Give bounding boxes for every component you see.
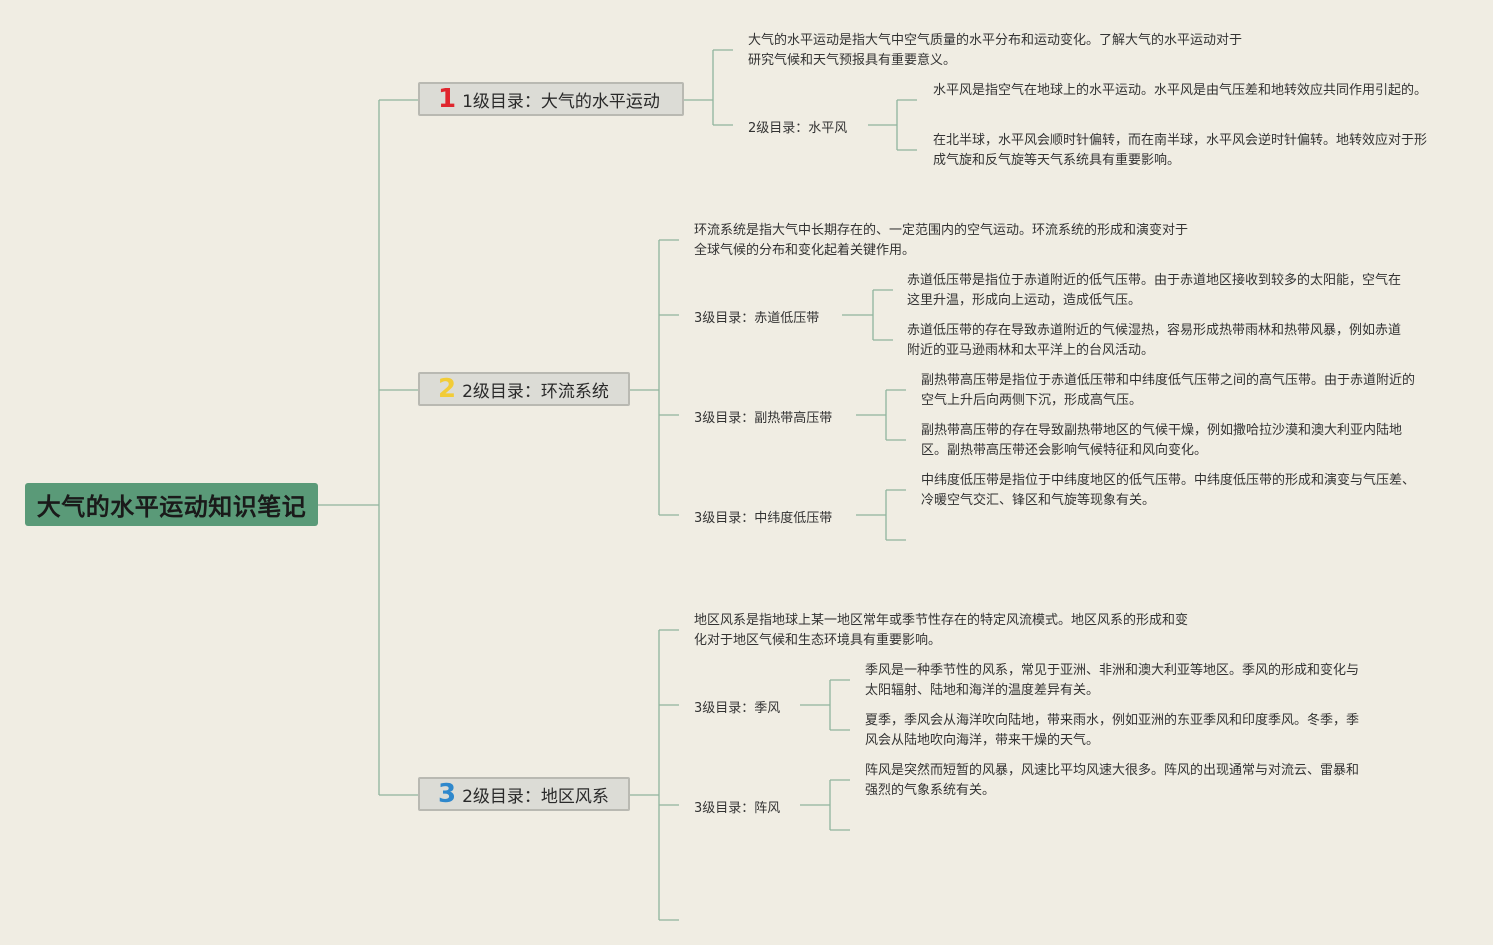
note: 夏季，季风会从海洋吹向陆地，带来雨水，例如亚洲的东亚季风和印度季风。冬季，季风会… bbox=[865, 713, 1360, 748]
subtopic-midlatitude-low[interactable]: 3级目录：中纬度低压带 bbox=[694, 511, 833, 526]
note: 在北半球，水平风会顺时针偏转，而在南半球，水平风会逆时针偏转。地转效应对于形成气… bbox=[933, 133, 1428, 168]
root-topic[interactable]: 大气的水平运动知识笔记 bbox=[25, 483, 318, 526]
topic-horizontal-motion[interactable]: 1 1级目录：大气的水平运动 bbox=[418, 82, 684, 116]
subtopic-equatorial-low[interactable]: 3级目录：赤道低压带 bbox=[694, 311, 820, 326]
note: 水平风是指空气在地球上的水平运动。水平风是由气压差和地转效应共同作用引起的。 bbox=[933, 83, 1428, 98]
intro-note: 地区风系是指地球上某一地区常年或季节性存在的特定风流模式。地区风系的形成和变化对… bbox=[694, 613, 1189, 648]
note: 副热带高压带是指位于赤道低压带和中纬度低气压带之间的高气压带。由于赤道附近的空气… bbox=[921, 373, 1416, 408]
number-3-icon: 3 bbox=[438, 779, 457, 809]
topic-label: 2级目录：地区风系 bbox=[462, 786, 609, 807]
subtopic-horizontal-wind[interactable]: 2级目录：水平风 bbox=[748, 121, 848, 136]
note: 阵风是突然而短暂的风暴，风速比平均风速大很多。阵风的出现通常与对流云、雷暴和强烈… bbox=[865, 763, 1360, 798]
topic-label: 2级目录：环流系统 bbox=[462, 381, 609, 402]
topic-label: 1级目录：大气的水平运动 bbox=[462, 91, 660, 112]
subtopic-monsoon[interactable]: 3级目录：季风 bbox=[694, 701, 781, 716]
topic-regional-winds[interactable]: 3 2级目录：地区风系 bbox=[418, 777, 630, 811]
note: 副热带高压带的存在导致副热带地区的气候干燥，例如撒哈拉沙漠和澳大利亚内陆地区。副… bbox=[921, 423, 1403, 458]
subtopic-gust[interactable]: 3级目录：阵风 bbox=[694, 801, 781, 816]
number-1-icon: 1 bbox=[438, 84, 457, 114]
root-title: 大气的水平运动知识笔记 bbox=[36, 493, 307, 521]
note: 赤道低压带是指位于赤道附近的低气压带。由于赤道地区接收到较多的太阳能，空气在这里… bbox=[907, 273, 1402, 308]
note: 中纬度低压带是指位于中纬度地区的低气压带。中纬度低压带的形成和演变与气压差、冷暖… bbox=[921, 473, 1416, 508]
note: 赤道低压带的存在导致赤道附近的气候湿热，容易形成热带雨林和热带风暴，例如赤道附近… bbox=[907, 323, 1402, 358]
number-2-icon: 2 bbox=[438, 374, 457, 404]
note: 季风是一种季节性的风系，常见于亚洲、非洲和澳大利亚等地区。季风的形成和变化与太阳… bbox=[865, 663, 1360, 698]
topic-circulation-system[interactable]: 2 2级目录：环流系统 bbox=[418, 372, 630, 406]
intro-note: 环流系统是指大气中长期存在的、一定范围内的空气运动。环流系统的形成和演变对于全球… bbox=[694, 223, 1189, 258]
subtopic-subtropical-high[interactable]: 3级目录：副热带高压带 bbox=[694, 411, 833, 426]
intro-note: 大气的水平运动是指大气中空气质量的水平分布和运动变化。了解大气的水平运动对于研究… bbox=[748, 33, 1243, 68]
